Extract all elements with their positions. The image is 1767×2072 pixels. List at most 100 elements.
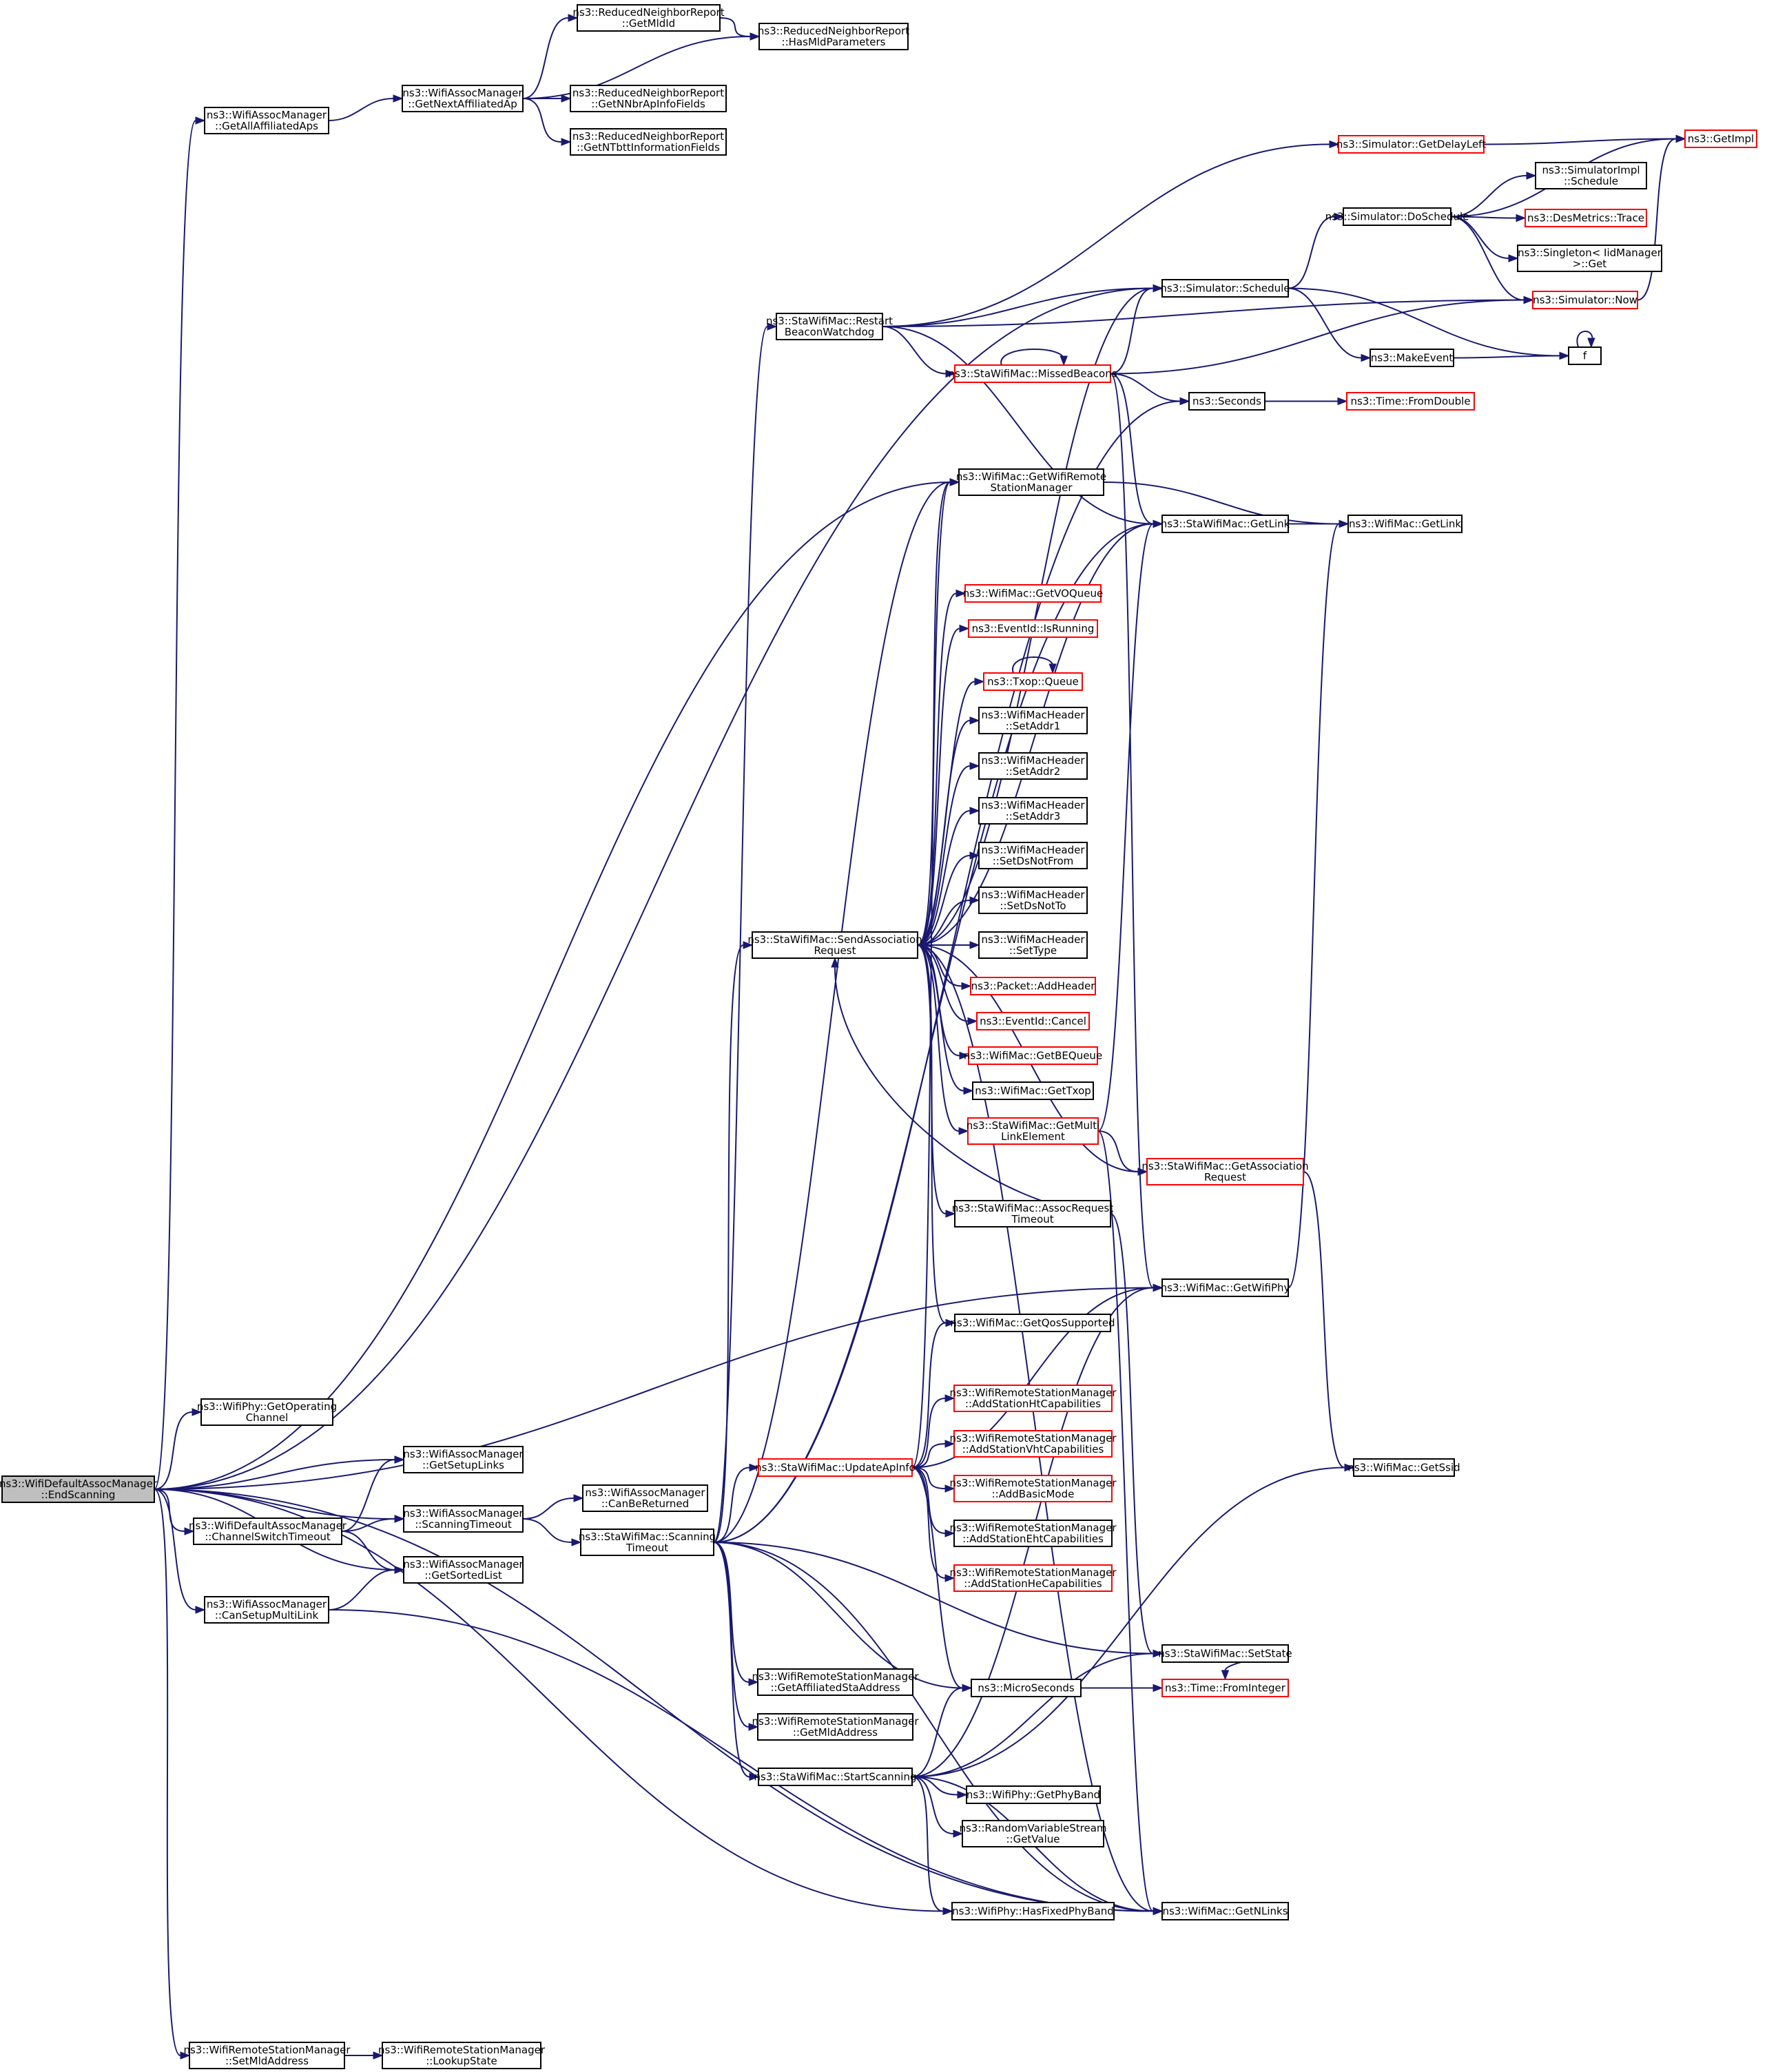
node-f[interactable]: f [1568,346,1602,365]
node-label-line: ns3::WifiMacHeader [981,889,1085,901]
node-gbe[interactable]: ns3::WifiMac::GetBEQueue [964,1046,1102,1065]
node-cst[interactable]: ns3::WifiDefaultAssocManager::ChannelSwi… [189,1517,347,1545]
node-sa2[interactable]: ns3::WifiMacHeader::SetAddr2 [978,752,1088,780]
node-box [1525,209,1647,227]
node-stype[interactable]: ns3::WifiMacHeader::SetType [978,931,1088,959]
node-rgnt[interactable]: ns3::ReducedNeighborReport::GetNTbttInfo… [570,128,727,156]
node-label-line: ::SetAddr3 [1006,810,1061,822]
node-gtx[interactable]: ns3::WifiMac::GetTxop [972,1081,1094,1100]
node-label-line: ::AddStationHtCapabilities [965,1398,1101,1410]
node-secs[interactable]: ns3::Seconds [1188,392,1265,411]
node-label-line: ::SetAddr1 [1006,720,1061,732]
node-label-line: ns3::StaWifiMac::Scanning [579,1531,716,1543]
node-ht[interactable]: ns3::WifiRemoteStationManager::AddStatio… [949,1385,1117,1412]
node-abm[interactable]: ns3::WifiRemoteStationManager::AddBasicM… [949,1475,1117,1502]
call-edge-gwp-to-wgl [1288,519,1350,1289]
call-edge-sscan-to-sss [911,1649,1164,1778]
node-label-line: ns3::ReducedNeighborReport [758,25,909,37]
node-box [200,1398,333,1426]
node-gaaa[interactable]: ns3::WifiAssocManager::GetAllAffiliatedA… [204,107,329,134]
node-label-line: ns3::WifiAssocManager [207,1598,327,1610]
node-tfi[interactable]: ns3::Time::FromInteger [1161,1679,1289,1697]
node-sdos[interactable]: ns3::Simulator::DoSchedule [1325,207,1469,226]
node-sst[interactable]: ns3::StaWifiMac::ScanningTimeout [579,1529,716,1556]
node-label-line: ns3::StaWifiMac::AssocRequest [952,1202,1114,1214]
node-ecan[interactable]: ns3::EventId::Cancel [976,1012,1090,1030]
node-eir[interactable]: ns3::EventId::IsRunning [968,619,1098,638]
node-sgdl[interactable]: ns3::Simulator::GetDelayLeft [1336,135,1486,154]
node-gsl[interactable]: ns3::WifiAssocManager::GetSetupLinks [403,1446,524,1473]
node-cbr[interactable]: ns3::WifiAssocManager::CanBeReturned [582,1484,708,1512]
call-edge-secs-to-tfd [1265,397,1348,406]
node-sscan[interactable]: ns3::StaWifiMac::StartScanning [754,1768,917,1786]
node-gpb[interactable]: ns3::WifiPhy::GetPhyBand [966,1785,1101,1804]
node-label-line: ::SetAddr2 [1006,765,1061,778]
node-dmt[interactable]: ns3::DesMetrics::Trace [1525,209,1647,227]
node-sdnf[interactable]: ns3::WifiMacHeader::SetDsNotFrom [978,842,1088,869]
node-eht[interactable]: ns3::WifiRemoteStationManager::AddStatio… [949,1520,1117,1547]
node-txq[interactable]: ns3::Txop::Queue [983,672,1083,691]
node-sss[interactable]: ns3::StaWifiMac::SetState [1158,1644,1292,1663]
node-csml[interactable]: ns3::WifiAssocManager::CanSetupMultiLink [204,1596,329,1624]
call-edge-sscan-to-usec [911,1684,973,1778]
node-sing[interactable]: ns3::Singleton< IidManager >::Get [1517,245,1662,272]
node-label-line: ns3::ReducedNeighborReport [572,130,724,143]
node-gsort[interactable]: ns3::WifiAssocManager::GetSortedList [403,1556,524,1584]
node-uai[interactable]: ns3::StaWifiMac::UpdateApInfo [755,1458,916,1477]
node-sdnt[interactable]: ns3::WifiMacHeader::SetDsNotTo [978,887,1088,914]
call-edge-sst-to-gmld [713,1542,759,1731]
node-sisch[interactable]: ns3::SimulatorImpl::Schedule [1535,162,1647,189]
node-ssch[interactable]: ns3::Simulator::Schedule [1160,279,1290,298]
node-label-line: ::GetAllAffiliatedAps [215,120,318,132]
node-label-line: ns3::WifiAssocManager [207,109,327,121]
node-smb[interactable]: ns3::StaWifiMac::MissedBeacons [948,364,1117,383]
node-gasa[interactable]: ns3::WifiRemoteStationManager::GetAffili… [752,1668,919,1696]
node-wgl[interactable]: ns3::WifiMac::GetLink [1347,515,1463,533]
node-tfd[interactable]: ns3::Time::FromDouble [1346,392,1475,411]
node-rgmid[interactable]: ns3::ReducedNeighborReport::GetMldId [572,4,725,32]
node-label-line: ns3::Simulator::GetDelayLeft [1336,138,1486,151]
call-edge-sar-to-sa1 [917,716,980,946]
node-gwp[interactable]: ns3::WifiMac::GetWifiPhy [1161,1278,1290,1297]
node-gimpl[interactable]: ns3::GetImpl [1684,130,1757,148]
node-label-line: ns3::StaWifiMac::GetAssociation [1141,1160,1308,1172]
node-box [954,364,1111,383]
node-smld[interactable]: ns3::WifiRemoteStationManager::SetMldAdd… [183,2042,351,2069]
node-box [983,672,1083,691]
node-rgnn[interactable]: ns3::ReducedNeighborReport::GetNNbrApInf… [570,85,727,112]
node-hfpb[interactable]: ns3::WifiPhy::HasFixedPhyBand [951,1902,1115,1920]
node-mkev[interactable]: ns3::MakeEvent [1370,349,1454,367]
node-box [403,1446,524,1473]
node-lks[interactable]: ns3::WifiRemoteStationManager::LookupSta… [378,2042,546,2069]
node-gssid[interactable]: ns3::WifiMac::GetSsid [1347,1458,1460,1477]
call-edge-smb-to-sgl [1110,373,1164,528]
node-label-line: ::SetType [1009,944,1057,957]
node-pah[interactable]: ns3::Packet::AddHeader [970,977,1096,995]
node-gwrsm[interactable]: ns3::WifiMac::GetWifiRemoteStationManage… [956,468,1106,496]
node-root[interactable]: ns3::WifiDefaultAssocManager::EndScannin… [0,1475,158,1503]
node-he[interactable]: ns3::WifiRemoteStationManager::AddStatio… [949,1564,1117,1592]
node-label-line: ::LookupState [426,2055,497,2067]
node-sa1[interactable]: ns3::WifiMacHeader::SetAddr1 [978,707,1088,734]
node-gqs[interactable]: ns3::WifiMac::GetQosSupported [950,1314,1115,1332]
node-gvo[interactable]: ns3::WifiMac::GetVOQueue [963,584,1103,603]
node-snow[interactable]: ns3::Simulator::Now [1532,291,1638,309]
node-usec[interactable]: ns3::MicroSeconds [971,1679,1082,1697]
node-gmld[interactable]: ns3::WifiRemoteStationManager::GetMldAdd… [752,1713,919,1741]
call-edge-sst-to-gwrsm [713,478,960,1543]
node-label-line: ns3::WifiRemoteStationManager [949,1477,1117,1489]
node-sgl[interactable]: ns3::StaWifiMac::GetLink [1161,515,1290,533]
node-gnl[interactable]: ns3::WifiMac::GetNLinks [1161,1902,1289,1920]
node-rvs[interactable]: ns3::RandomVariableStream::GetValue [959,1820,1107,1847]
node-wst[interactable]: ns3::WifiAssocManager::ScanningTimeout [403,1505,524,1533]
node-rhmp[interactable]: ns3::ReducedNeighborReport::HasMldParame… [758,23,909,50]
node-vht[interactable]: ns3::WifiRemoteStationManager::AddStatio… [949,1430,1117,1458]
node-sa3[interactable]: ns3::WifiMacHeader::SetAddr3 [978,797,1088,825]
node-gnaa[interactable]: ns3::WifiAssocManager::GetNextAffiliated… [402,85,524,112]
